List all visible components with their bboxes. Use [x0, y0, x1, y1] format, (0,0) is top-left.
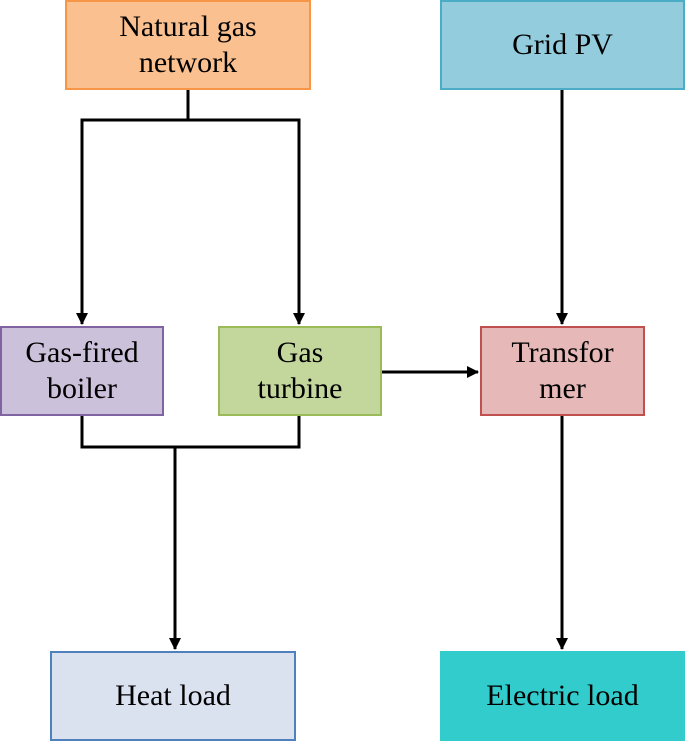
edge-boiler-to-heat-load: [80, 416, 175, 449]
gas-fired-boiler-node: Gas-fired boiler: [0, 326, 164, 416]
electric-load-node: Electric load: [440, 651, 685, 741]
edge-gas-network-to-turbine: [188, 118, 305, 325]
edge-turbine-to-heat-load: [175, 416, 301, 449]
grid-pv-node: Grid PV: [440, 0, 685, 90]
transformer-node: Transfor mer: [480, 326, 645, 416]
edge-gas-network-to-boiler: [76, 118, 188, 325]
natural-gas-network-node: Natural gas network: [65, 0, 311, 90]
heat-load-node: Heat load: [50, 651, 296, 741]
gas-turbine-node: Gas turbine: [218, 326, 382, 416]
